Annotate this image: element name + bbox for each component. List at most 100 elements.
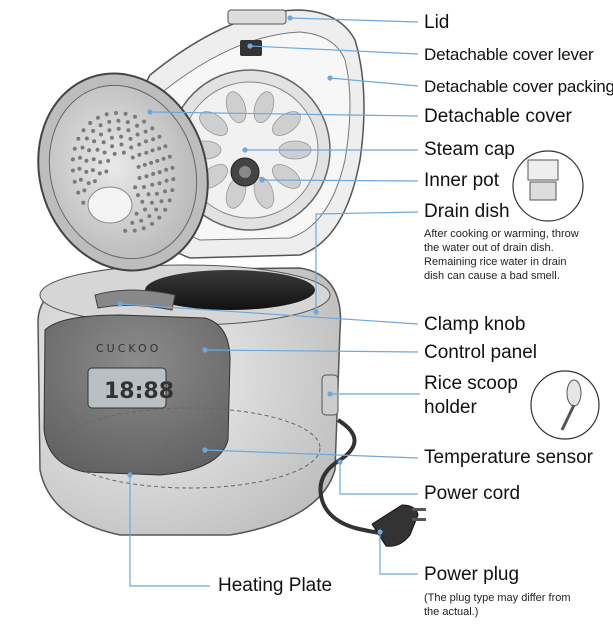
cover-hole (133, 185, 138, 190)
cover-hole (76, 136, 81, 141)
cover-hole (171, 177, 176, 182)
cover-hole (91, 157, 96, 162)
label-temperature-sensor: Temperature sensor (424, 447, 593, 468)
cover-hole (140, 199, 145, 204)
label-rice-scoop-holder-2: holder (424, 397, 477, 418)
cover-hole (107, 119, 112, 124)
leader-steam-cap-dot (242, 147, 248, 153)
leader-drain-dish (315, 211, 419, 312)
leader-heating-plate-dot (127, 472, 133, 478)
cover-hole (149, 200, 154, 205)
cover-spoke (225, 91, 247, 124)
cover-hole (150, 148, 155, 153)
label-drain-dish: Drain dish (424, 201, 510, 222)
cover-hole (150, 182, 155, 187)
leader-control-panel-dot (202, 347, 208, 353)
cover-hole (114, 111, 118, 115)
power-cord (318, 418, 393, 536)
cover-hole (170, 165, 175, 170)
cover-hole (142, 185, 146, 189)
cover-hole (72, 146, 77, 151)
cover-hole (104, 169, 109, 174)
cover-hole (106, 158, 111, 163)
leader-lid-dot (287, 15, 293, 21)
cover-hole (164, 167, 169, 172)
cover-hole (135, 123, 139, 128)
cover-hole (147, 214, 152, 219)
leader-power-plug (379, 532, 418, 575)
cover-hole (142, 162, 147, 167)
cover-hole (130, 220, 135, 225)
cover-hole (72, 179, 77, 184)
cover-hole (81, 200, 86, 205)
label-inner-pot: Inner pot (424, 170, 499, 191)
cover-hole (99, 132, 103, 137)
cover-hole (91, 128, 96, 133)
leader-cover-packing-dot (327, 75, 333, 81)
cover-hole (139, 218, 144, 223)
cover-hole (136, 193, 140, 198)
cover-hole (101, 140, 106, 145)
cover-hole (157, 170, 162, 175)
cover-hole (70, 157, 75, 162)
cover-hole (92, 139, 97, 144)
cover-hole (87, 148, 92, 153)
cover-hole (84, 136, 89, 141)
power-plug-icon (371, 504, 426, 547)
cover-hole (98, 160, 103, 165)
cover-spoke (272, 164, 301, 189)
leader-inner-pot (261, 179, 419, 182)
label-power-cord: Power cord (424, 483, 521, 504)
cover-hole (98, 123, 103, 128)
cover-hole (121, 150, 126, 155)
cover-hole (146, 192, 151, 197)
cover-hole (78, 177, 83, 182)
cover-hole (88, 121, 93, 125)
cover-hole (136, 164, 141, 169)
cover-hole (116, 126, 121, 131)
label-clamp-knob: Clamp knob (424, 314, 526, 335)
label-power-plug: Power plug (424, 564, 520, 585)
cover-hole (155, 158, 160, 163)
cover-spoke (253, 91, 275, 124)
cover-hole (96, 115, 100, 120)
cover-hole (170, 188, 175, 193)
cover-hole (130, 155, 135, 160)
cover-hole (133, 114, 137, 119)
cover-hole (77, 166, 82, 171)
cover-hole (167, 198, 172, 203)
leader-drain-dish-dot (313, 309, 319, 315)
note-drain-dish-2: the water out of drain dish. (424, 242, 554, 254)
leader-temperature-sensor (204, 449, 419, 459)
cover-hole (86, 181, 91, 186)
leader-control-panel (204, 349, 419, 353)
cover-hole (159, 199, 164, 204)
label-control-panel: Control panel (424, 342, 538, 363)
cover-hole (129, 145, 134, 150)
cover-hole (132, 228, 137, 233)
drain-dish-inset (512, 150, 584, 222)
cover-hole (81, 128, 86, 133)
cover-hole (151, 137, 156, 142)
brand-logo: CUCKOO (96, 342, 161, 355)
cover-hole (163, 189, 167, 194)
leader-temperature-sensor-dot (202, 447, 208, 453)
note-power-plug-2: the actual.) (424, 606, 479, 618)
cover-hole (126, 128, 131, 133)
label-heating-plate: Heating Plate (218, 575, 333, 596)
leader-power-cord-dot (337, 459, 343, 465)
label-steam-cap: Steam cap (424, 139, 515, 160)
cover-hole (78, 155, 82, 160)
cover-hole (137, 176, 142, 180)
cover-hole (128, 136, 133, 141)
cooker-body: 18:88 CUCKOO (37, 264, 342, 536)
leader-power-plug-dot (377, 529, 383, 535)
cover-hole (154, 207, 159, 212)
leader-heating-plate (129, 475, 210, 587)
cover-hole (84, 158, 89, 163)
cover-hole (135, 132, 140, 137)
cover-hole (161, 156, 166, 161)
cover-hole (119, 142, 124, 147)
note-power-plug-1: (The plug type may differ from (424, 592, 571, 604)
cover-hole (123, 228, 128, 233)
